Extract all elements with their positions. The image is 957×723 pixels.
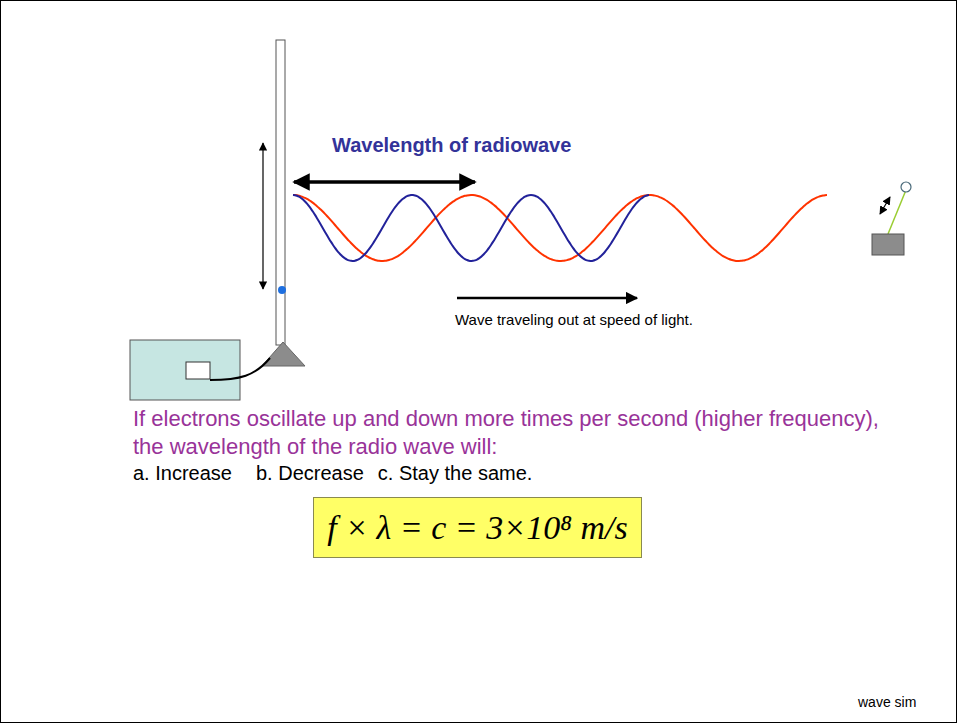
transmitter-window — [186, 362, 210, 379]
waves — [293, 195, 827, 261]
answer-option: b. Decrease — [256, 461, 364, 486]
answer-option: a. Increase — [133, 461, 232, 486]
receiver-antenna — [888, 190, 906, 234]
arrow-caption: Wave traveling out at speed of light. — [455, 311, 693, 330]
long-wave — [293, 195, 827, 261]
wavelength-arrow — [294, 180, 475, 184]
receiver-arrow — [880, 197, 890, 214]
question-text: If electrons oscillate up and down more … — [133, 405, 903, 460]
equation-text: f × λ = c = 3×10⁸ m/s — [327, 509, 628, 546]
receiver-electron — [901, 182, 911, 192]
slide-note: wave sim — [858, 694, 916, 712]
electron-dot — [278, 286, 286, 294]
oscillation-arrow — [262, 143, 263, 289]
equation-box: f × λ = c = 3×10⁸ m/s — [313, 497, 642, 558]
short-wave — [293, 195, 649, 261]
antenna-mast — [276, 40, 285, 345]
feed-wire — [210, 358, 270, 380]
antenna-base — [262, 342, 305, 366]
receiver-box — [872, 234, 904, 255]
answer-option: c. Stay the same. — [378, 461, 533, 486]
transmitter-box — [130, 340, 240, 400]
heading-label: Wavelength of radiowave — [332, 133, 571, 158]
travel-arrow — [457, 297, 637, 300]
